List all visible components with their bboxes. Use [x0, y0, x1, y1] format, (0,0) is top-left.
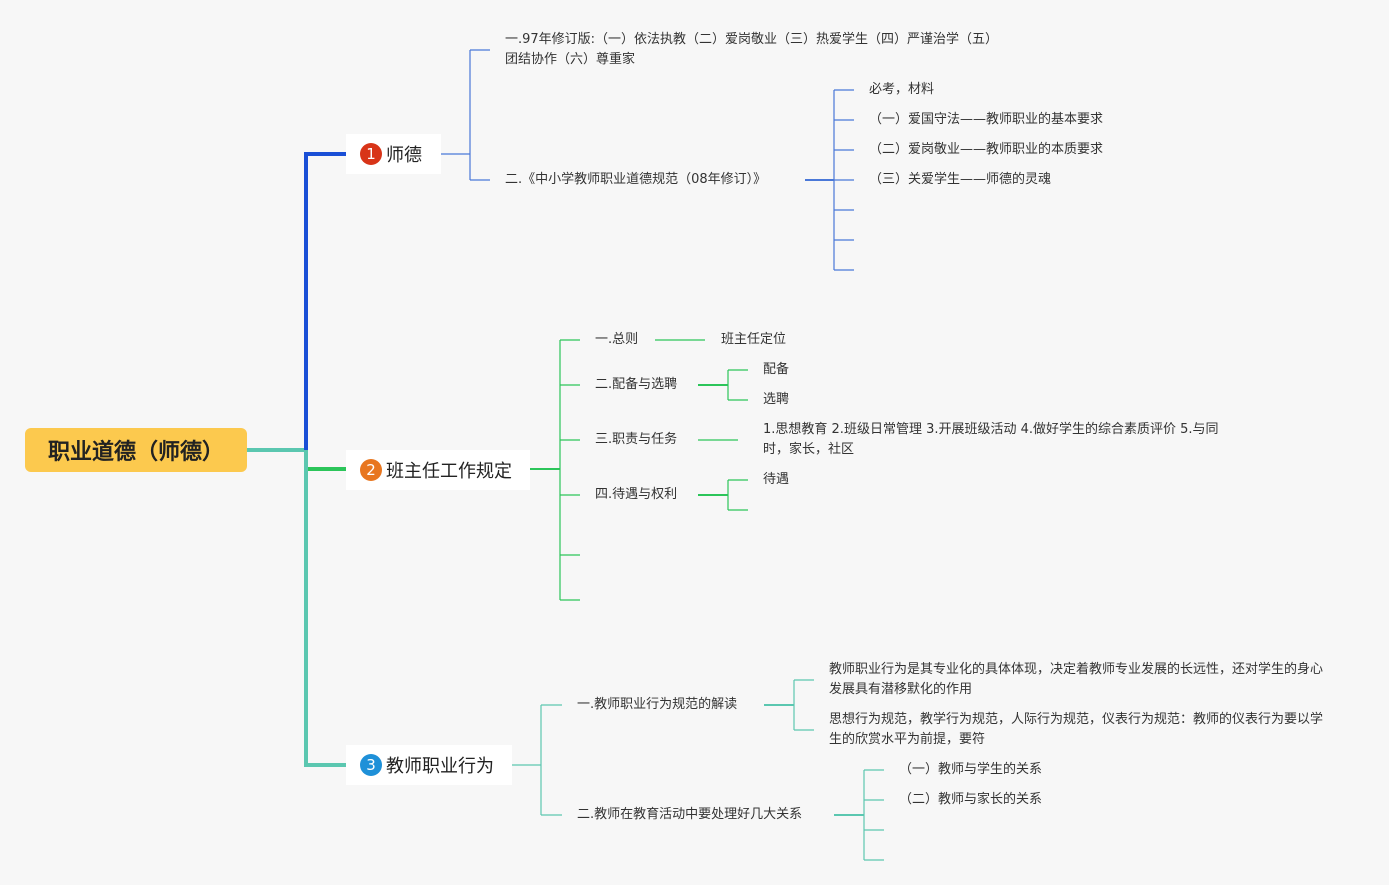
- branch-node-class-teacher[interactable]: 2 班主任工作规定: [346, 450, 530, 490]
- root-connectors: [247, 152, 346, 767]
- node-duties-detail[interactable]: 1.思想教育 2.班级日常管理 3.开展班级活动 4.做好学生的综合素质评价 5…: [763, 422, 1219, 457]
- node-equip[interactable]: 配备: [763, 362, 790, 377]
- badge-1: 1: [360, 143, 382, 165]
- branch-node-teacher-behavior[interactable]: 3 教师职业行为: [346, 745, 512, 785]
- branch-3-connectors: [512, 679, 884, 861]
- node-patriotic[interactable]: （一）爱国守法——教师职业的基本要求: [869, 112, 1104, 127]
- node-behavior-definition[interactable]: 教师职业行为是其专业化的具体体现，决定着教师专业发展的长远性，还对学生的身心发展…: [829, 662, 1324, 697]
- badge-2: 2: [360, 459, 382, 481]
- node-08-code[interactable]: 二.《中小学教师职业道德规范（08年修订）》: [505, 172, 767, 187]
- node-treatment[interactable]: 待遇: [763, 472, 790, 487]
- branch-label: 师德: [386, 145, 422, 166]
- branch-label: 班主任工作规定: [386, 461, 512, 482]
- node-general[interactable]: 一.总则: [595, 332, 639, 347]
- node-dedication[interactable]: （二）爱岗敬业——教师职业的本质要求: [869, 142, 1104, 157]
- branch-node-shide[interactable]: 1 师德: [346, 134, 441, 174]
- node-must-test[interactable]: 必考，材料: [869, 82, 935, 97]
- node-teacher-parent[interactable]: （二）教师与家长的关系: [899, 792, 1043, 807]
- node-behavior-interpretation[interactable]: 一.教师职业行为规范的解读: [577, 697, 738, 712]
- branch-label: 教师职业行为: [386, 756, 494, 777]
- node-hire[interactable]: 选聘: [763, 392, 790, 407]
- root-node[interactable]: 职业道德（师德）: [25, 428, 247, 472]
- node-allocation[interactable]: 二.配备与选聘: [595, 377, 678, 392]
- badge-3: 3: [360, 754, 382, 776]
- node-behavior-types[interactable]: 思想行为规范，教学行为规范，人际行为规范，仪表行为规范：教师的仪表行为要以学生的…: [829, 712, 1324, 747]
- node-positioning[interactable]: 班主任定位: [721, 332, 787, 347]
- root-label: 职业道德（师德）: [47, 440, 224, 465]
- branch-1-connectors: [441, 49, 854, 271]
- node-duties[interactable]: 三.职责与任务: [595, 432, 678, 447]
- node-97-version[interactable]: 一.97年修订版:（一）依法执教（二）爱岗敬业（三）热爱学生（四）严谨治学（五）…: [505, 32, 992, 67]
- node-rights[interactable]: 四.待遇与权利: [595, 487, 678, 502]
- node-teacher-student[interactable]: （一）教师与学生的关系: [899, 762, 1043, 777]
- node-care-students[interactable]: （三）关爱学生——师德的灵魂: [869, 172, 1052, 187]
- branch-2-connectors: [530, 339, 748, 601]
- node-relationships[interactable]: 二.教师在教育活动中要处理好几大关系: [577, 807, 803, 822]
